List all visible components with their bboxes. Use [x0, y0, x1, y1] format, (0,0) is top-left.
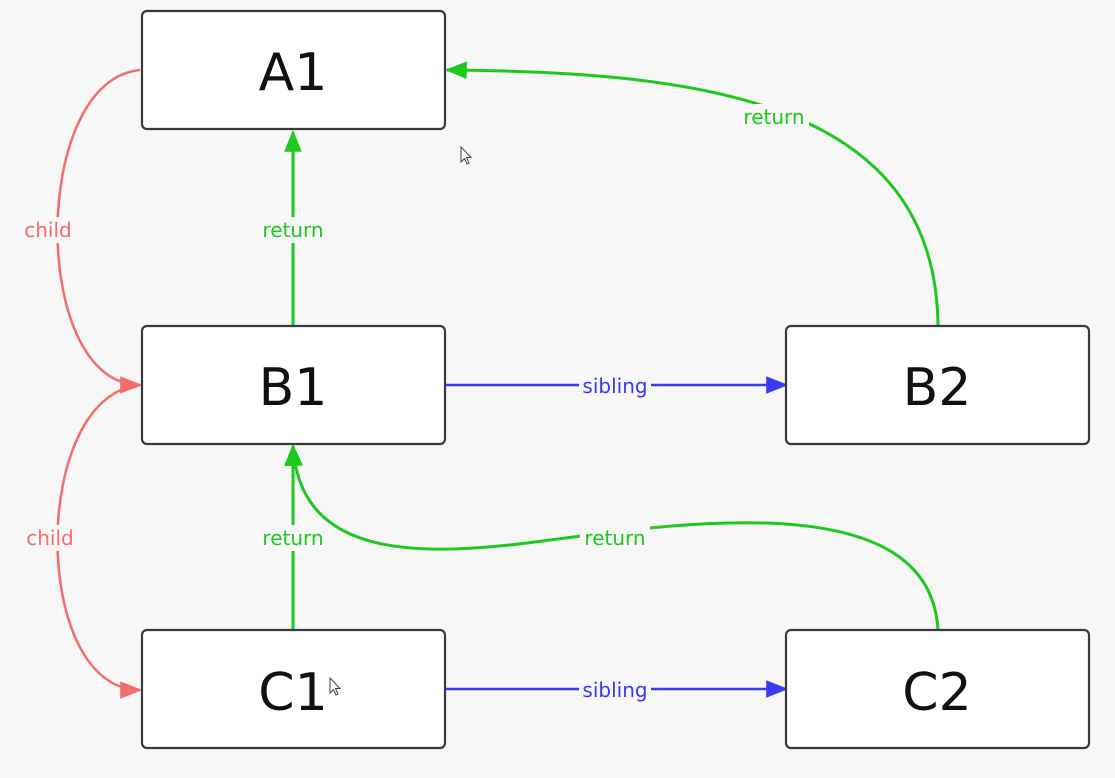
edge-return-c2-b1	[285, 443, 940, 631]
mouse-cursor-icon	[329, 676, 342, 696]
node-c2-label: C2	[902, 663, 971, 723]
edge-label-return-c2-b1: return	[584, 526, 645, 550]
edge-label-return-c1-b1: return	[262, 526, 323, 550]
mouse-cursor-icon	[460, 145, 473, 165]
edge-label-return-b1-a1: return	[262, 218, 323, 242]
edge-label-sibling-b1-b2: sibling	[582, 374, 647, 398]
node-c2: C2	[784, 628, 1091, 750]
node-b1-label: B1	[259, 358, 328, 418]
edge-label-sibling-c1-c2: sibling	[582, 678, 647, 702]
node-b2: B2	[784, 324, 1091, 446]
node-c1: C1	[140, 628, 447, 750]
node-c1-label: C1	[258, 663, 327, 723]
edge-return-b2-a1	[444, 61, 940, 326]
node-b1: B1	[140, 324, 447, 446]
edge-label-child-a1-b1: child	[24, 218, 71, 242]
node-a1-label: A1	[259, 43, 328, 103]
node-a1: A1	[140, 9, 447, 131]
edge-label-child-b1-c1: child	[26, 526, 73, 550]
edge-label-return-b2-a1: return	[743, 105, 804, 129]
node-b2-label: B2	[903, 358, 972, 418]
